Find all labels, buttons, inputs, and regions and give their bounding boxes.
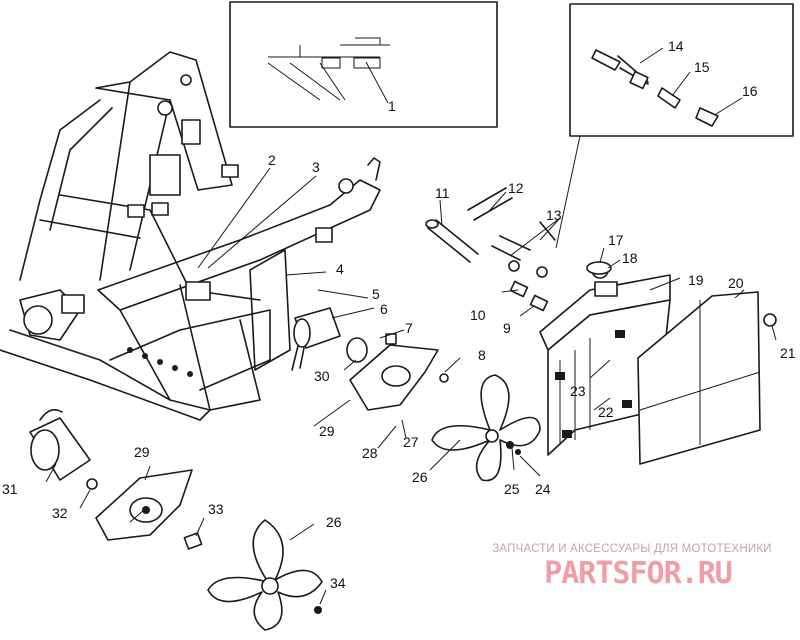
radiator-screen [637,291,777,465]
label-22: 22 [598,404,614,420]
label-23: 23 [570,383,586,399]
fan-motor-upper [291,307,449,411]
label-13: 13 [546,207,562,223]
label-16: 16 [742,83,758,99]
fan-blade-lower [207,519,323,631]
label-2: 2 [268,152,276,168]
label-21: 21 [780,345,796,361]
label-27: 27 [403,434,419,450]
label-5: 5 [372,286,380,302]
label-3: 3 [312,159,320,175]
label-10: 10 [470,307,486,323]
label-29-lower: 29 [134,444,150,460]
label-19: 19 [688,272,704,288]
watermark-logo: PARTSFOR.RU [544,556,733,591]
label-31: 31 [2,481,18,497]
label-24: 24 [535,481,551,497]
label-30: 30 [314,368,330,384]
label-15: 15 [694,59,710,75]
leader-lines [45,135,777,605]
label-8: 8 [478,347,486,363]
label-7: 7 [405,320,413,336]
label-34: 34 [330,575,346,591]
inset-detail-14-16 [569,3,794,137]
label-26-upper: 26 [412,469,428,485]
label-9: 9 [503,320,511,336]
watermark-tagline: ЗАПЧАСТИ И АКСЕССУАРЫ ДЛЯ МОТОТЕХНИКИ [492,543,772,555]
fan-motor-lower [29,409,203,550]
label-33: 33 [208,501,224,517]
label-6: 6 [380,301,388,317]
label-4: 4 [336,261,344,277]
chassis-frame [0,51,381,421]
label-26-lower: 26 [326,514,342,530]
part-number-labels: 1 2 3 4 5 6 7 8 9 10 11 12 13 14 15 16 1… [2,38,796,591]
label-12: 12 [508,180,524,196]
label-14: 14 [668,38,684,54]
label-1: 1 [388,98,396,114]
label-17: 17 [608,232,624,248]
label-20: 20 [728,275,744,291]
label-18: 18 [622,250,638,266]
label-11: 11 [435,185,450,201]
label-28: 28 [362,445,378,461]
hoses-and-cap [425,187,612,312]
label-29-upper: 29 [319,423,335,439]
label-32: 32 [52,505,68,521]
inset-detail-1 [229,1,498,128]
label-25: 25 [504,481,520,497]
fan-blade-upper [431,374,541,482]
